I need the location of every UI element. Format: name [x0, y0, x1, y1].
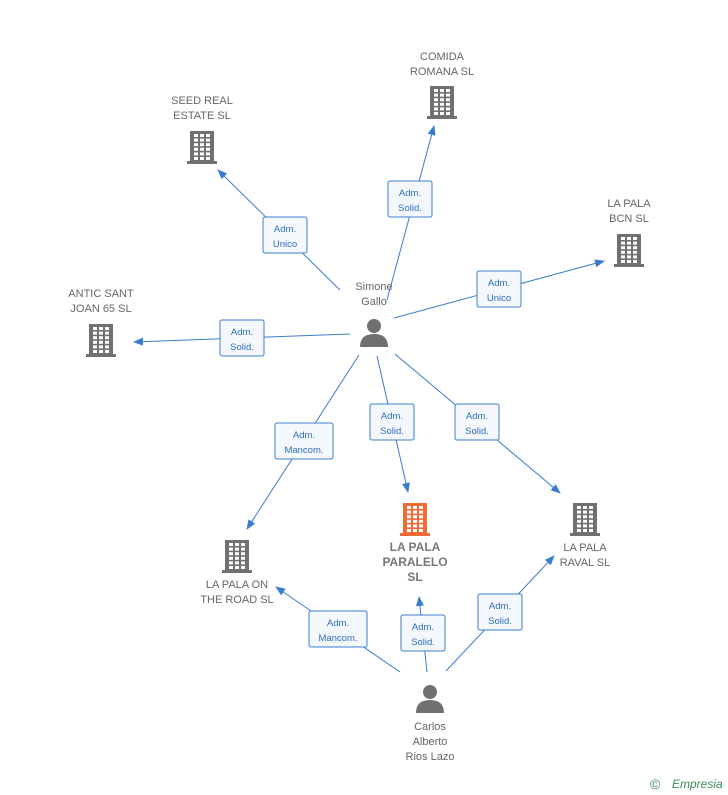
building-icon: [427, 86, 457, 119]
node-antic[interactable]: ANTIC SANT JOAN 65 SL: [68, 288, 134, 357]
node-bcn[interactable]: LA PALA BCN SL: [607, 198, 651, 267]
node-label-line: ESTATE SL: [173, 110, 231, 122]
edge-label-box: [387, 180, 433, 218]
edge-labels-layer: Adm.UnicoAdm.Solid.Adm.UnicoAdm.Solid.Ad…: [219, 180, 523, 652]
edge-label-line: Adm.: [488, 278, 510, 289]
edge-label-box: [308, 610, 368, 648]
edge-label-line: Adm.: [412, 622, 434, 633]
edge-label-simone-paralelo[interactable]: Adm. Solid.: [369, 403, 415, 441]
node-label-line: LA PALA: [607, 198, 651, 210]
edge-label-box: [400, 614, 446, 652]
edge-label-line: Adm.: [274, 224, 296, 235]
building-icon: [570, 503, 600, 536]
node-road[interactable]: LA PALA ON THE ROAD SL: [200, 540, 274, 606]
node-label-line: THE ROAD SL: [200, 594, 273, 606]
edge-label-simone-road[interactable]: Adm. Mancom.: [274, 422, 334, 460]
edge-label-line: Solid.: [465, 426, 489, 437]
edge-label-line: Solid.: [488, 616, 512, 627]
node-label-line: JOAN 65 SL: [70, 303, 131, 315]
edge-label-carlos-raval[interactable]: Adm. Solid.: [477, 593, 523, 631]
edge-label-line: Adm.: [466, 411, 488, 422]
node-label-line: SL: [407, 570, 422, 584]
building-icon: [187, 131, 217, 164]
node-label-line: ROMANA SL: [410, 66, 474, 78]
building-icon: [86, 324, 116, 357]
person-icon: [360, 319, 388, 347]
building-icon: [400, 503, 430, 536]
edge-label-line: Adm.: [399, 188, 421, 199]
node-label-line: Simone: [355, 281, 392, 293]
edges-layer: [133, 125, 605, 673]
person-icon: [416, 685, 444, 713]
edge-label-box: [369, 403, 415, 441]
edge-label-line: Unico: [487, 293, 511, 304]
edge-label-line: Solid.: [398, 203, 422, 214]
node-label-line: ANTIC SANT: [68, 288, 134, 300]
node-label-line: Rios Lazo: [406, 751, 455, 763]
node-raval[interactable]: LA PALA RAVAL SL: [560, 503, 611, 569]
node-seed[interactable]: SEED REAL ESTATE SL: [171, 95, 233, 164]
node-label-line: Gallo: [361, 296, 387, 308]
node-label-line: SEED REAL: [171, 95, 233, 107]
edge-label-carlos-road[interactable]: Adm. Mancom.: [308, 610, 368, 648]
node-label-line: BCN SL: [609, 213, 649, 225]
edge-label-line: Adm.: [327, 618, 349, 629]
edge-label-box: [274, 422, 334, 460]
node-label-line: Alberto: [413, 736, 448, 748]
edge-label-line: Solid.: [230, 342, 254, 353]
edge-label-line: Adm.: [489, 601, 511, 612]
node-comida[interactable]: COMIDA ROMANA SL: [410, 51, 474, 119]
node-label-line: Carlos: [414, 721, 446, 733]
edge-label-line: Solid.: [380, 426, 404, 437]
node-label-line: LA PALA: [390, 540, 441, 554]
node-label-line: COMIDA: [420, 51, 465, 63]
footer-brand[interactable]: © Empresia: [650, 776, 723, 792]
edge-label-box: [476, 270, 522, 308]
edge-label-line: Solid.: [411, 637, 435, 648]
edge-label-line: Adm.: [381, 411, 403, 422]
edge-label-box: [219, 319, 265, 357]
edge-label-box: [262, 216, 308, 254]
edge-label-line: Unico: [273, 239, 297, 250]
building-icon: [222, 540, 252, 573]
edge-label-box: [477, 593, 523, 631]
edge-label-simone-antic[interactable]: Adm. Solid.: [219, 319, 265, 357]
edge-label-simone-raval[interactable]: Adm. Solid.: [454, 403, 500, 441]
edge-label-box: [454, 403, 500, 441]
node-label-line: RAVAL SL: [560, 557, 611, 569]
building-icon: [614, 234, 644, 267]
edge-label-line: Mancom.: [318, 633, 357, 644]
copyright-symbol: ©: [650, 776, 661, 792]
node-label-line: PARALELO: [382, 555, 447, 569]
edge-label-line: Adm.: [293, 430, 315, 441]
node-label-line: LA PALA: [563, 542, 607, 554]
edge-label-simone-comida[interactable]: Adm. Solid.: [387, 180, 433, 218]
edge-label-line: Mancom.: [284, 445, 323, 456]
edge-label-line: Adm.: [231, 327, 253, 338]
node-label-line: LA PALA ON: [206, 579, 268, 591]
edge-label-simone-bcn[interactable]: Adm. Unico: [476, 270, 522, 308]
brand-logo[interactable]: Empresia: [672, 777, 723, 791]
edge-label-simone-seed[interactable]: Adm. Unico: [262, 216, 308, 254]
edge-label-carlos-paralelo[interactable]: Adm. Solid.: [400, 614, 446, 652]
